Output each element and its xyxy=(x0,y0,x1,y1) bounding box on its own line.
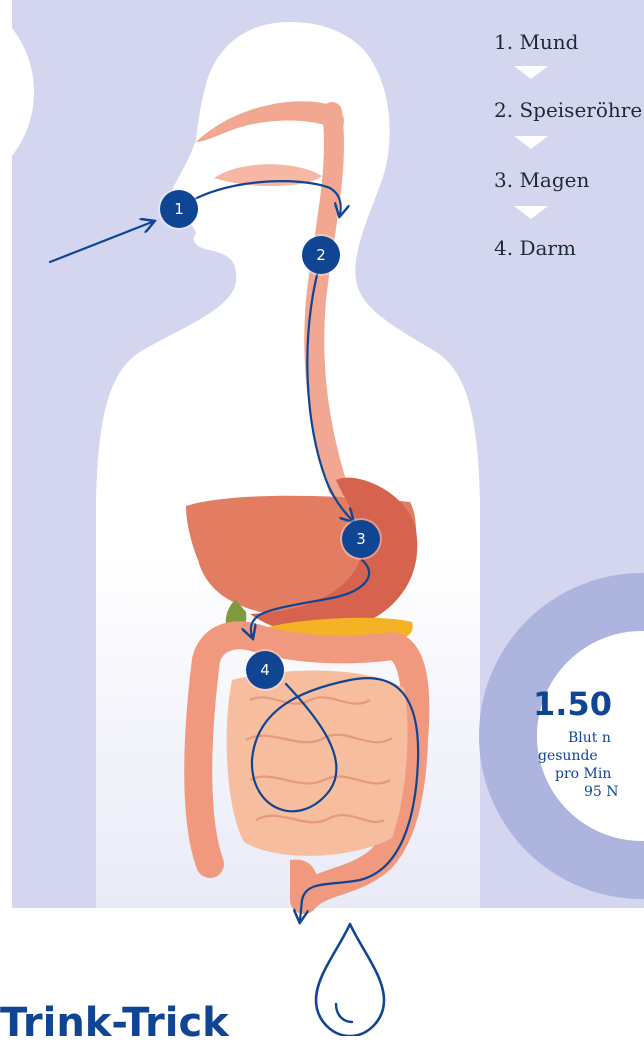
stat-line: gesunde xyxy=(538,748,598,764)
stat-line: 95 N xyxy=(584,784,619,800)
water-drop-icon xyxy=(316,924,384,1036)
stat-line: pro Min xyxy=(555,766,611,782)
marker-badge: 4 xyxy=(246,651,284,689)
marker-badge: 3 xyxy=(342,520,380,558)
section-heading: Trink-Trick xyxy=(0,1000,229,1046)
marker-badge: 2 xyxy=(302,236,340,274)
water-drop-shine xyxy=(336,1004,352,1022)
marker-badge: 1 xyxy=(160,190,198,228)
stat-line: Blut n xyxy=(568,730,611,746)
stat-value: 1.50 xyxy=(533,685,612,723)
